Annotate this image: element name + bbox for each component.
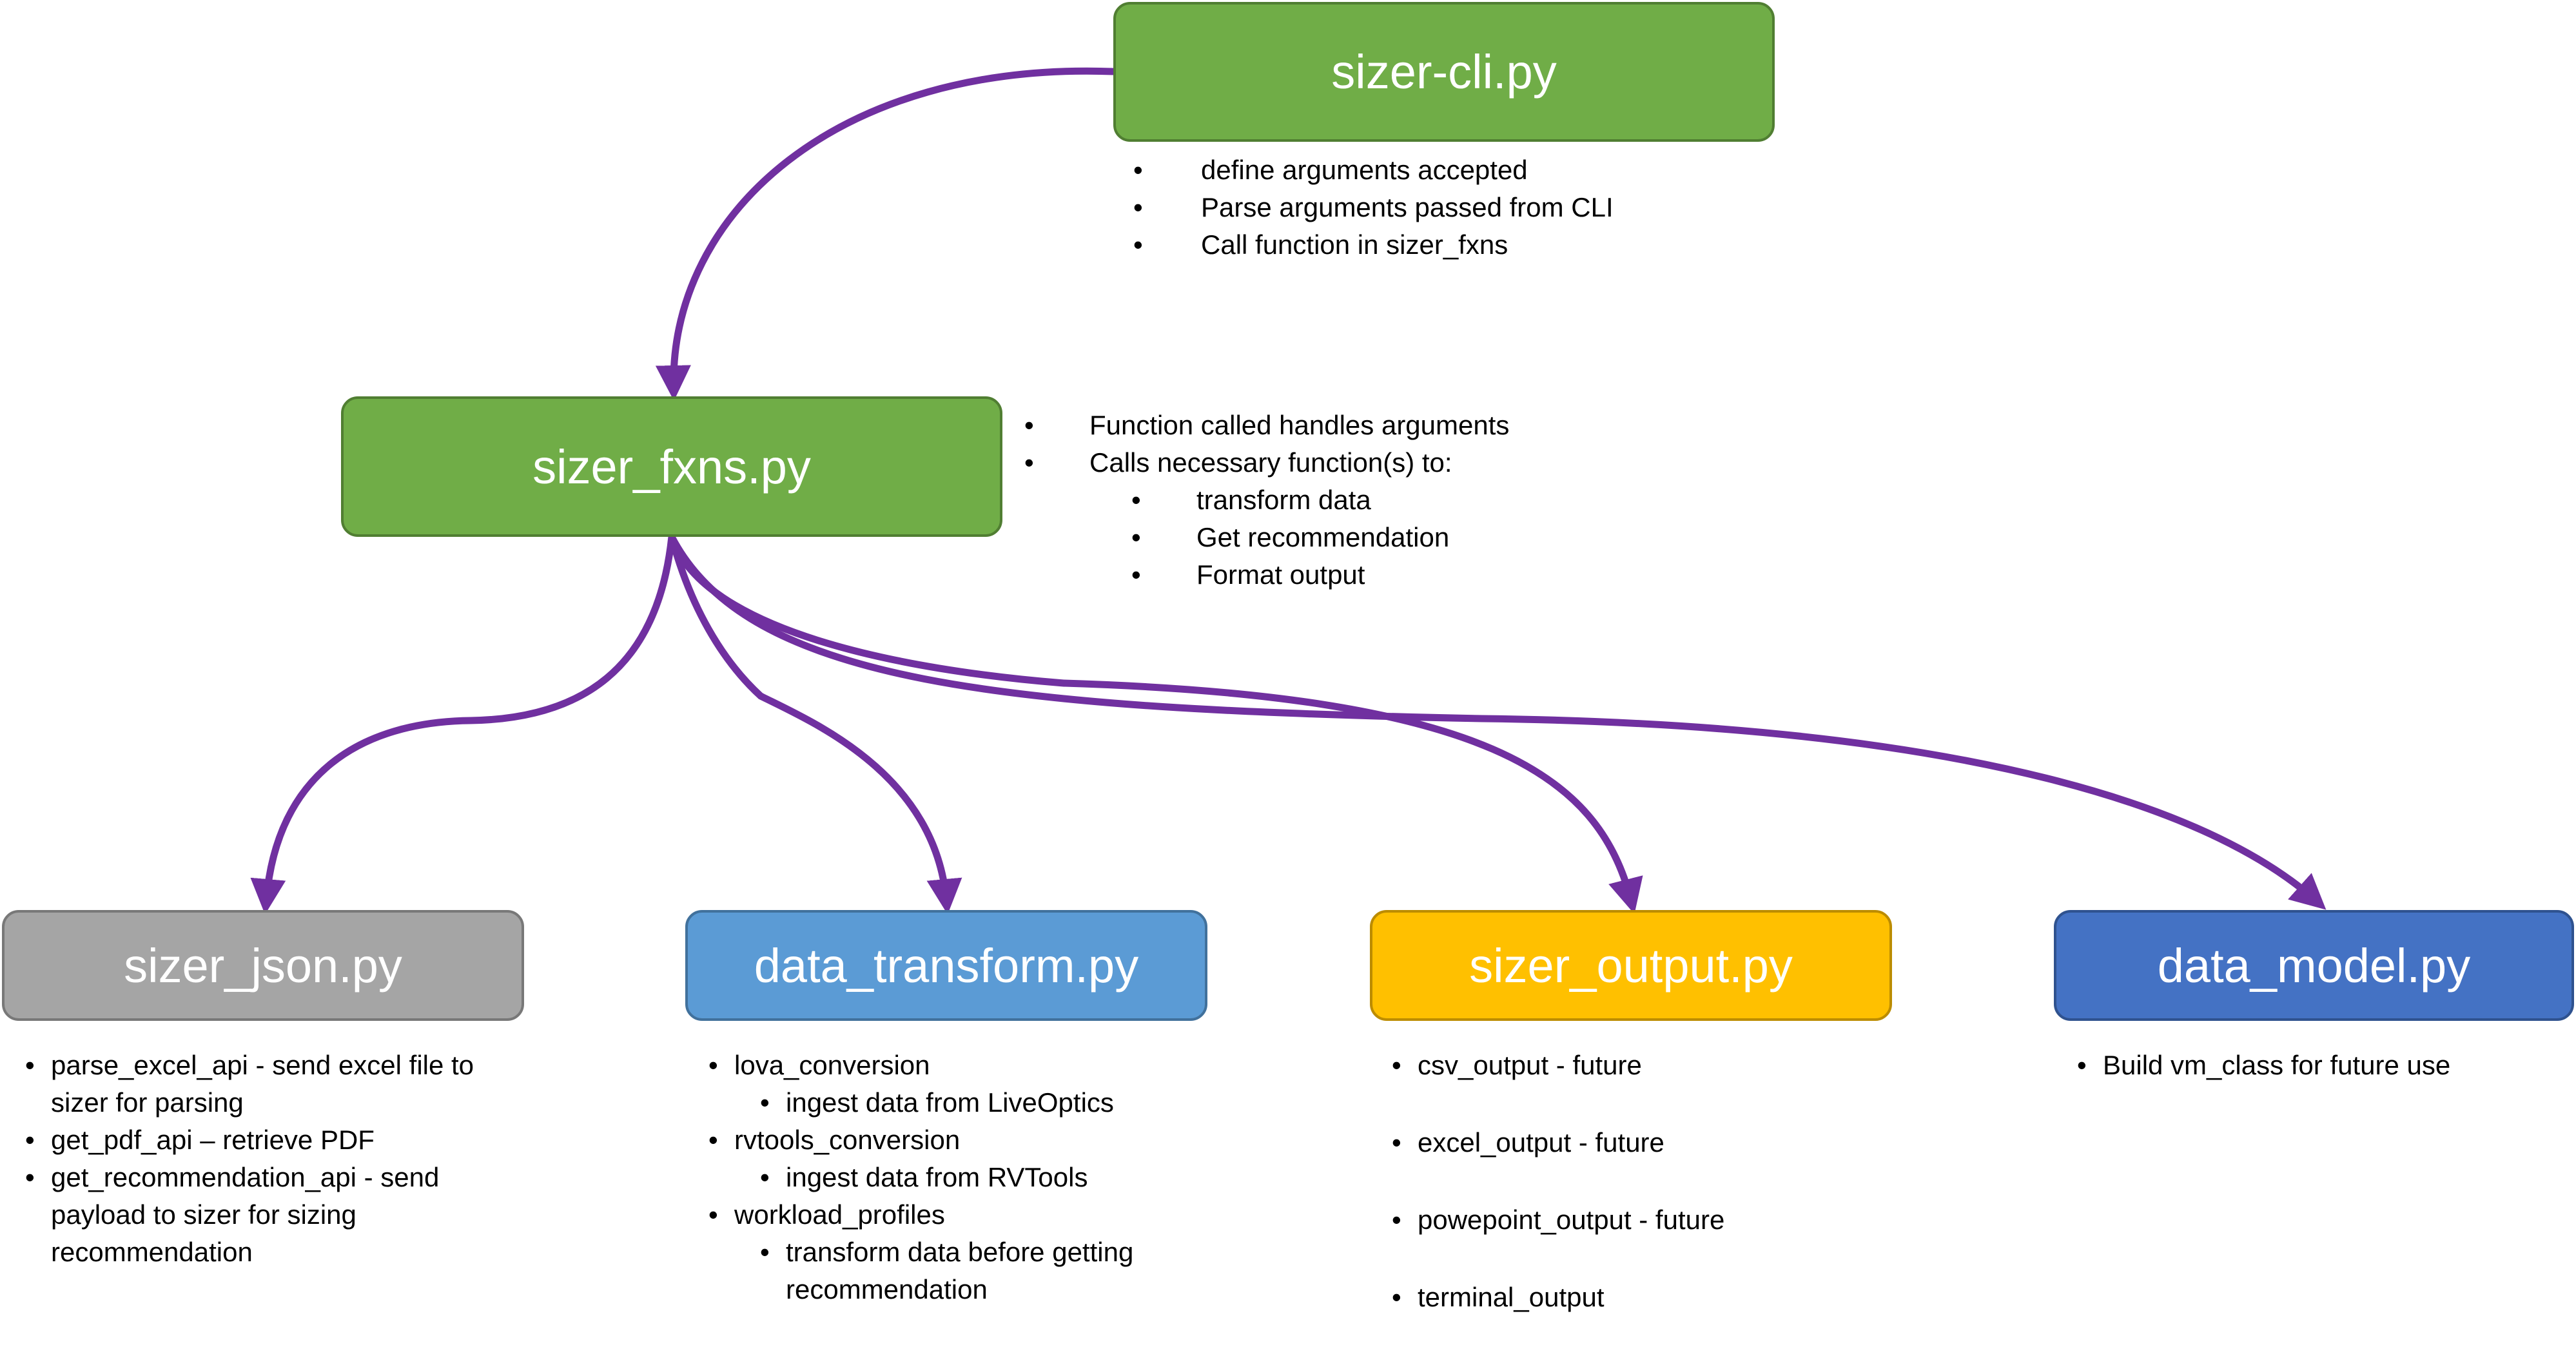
note-item: lova_conversion bbox=[708, 1047, 1198, 1084]
note-item: csv_output - future bbox=[1392, 1047, 1724, 1084]
sizer-fxns-label: sizer_fxns.py bbox=[532, 440, 811, 494]
note-item: define arguments accepted bbox=[1133, 151, 1614, 189]
note-item: get_pdf_api – retrieve PDF bbox=[25, 1121, 515, 1159]
data-transform-box: data_transform.py bbox=[685, 910, 1207, 1021]
sizer-output-label: sizer_output.py bbox=[1469, 938, 1793, 993]
note-item: Parse arguments passed from CLI bbox=[1133, 189, 1614, 226]
data-model-box: data_model.py bbox=[2054, 910, 2574, 1021]
note-subitem: ingest data from LiveOptics bbox=[708, 1084, 1198, 1121]
note-item: powepoint_output - future bbox=[1392, 1201, 1724, 1239]
arrow-fxns-to-model bbox=[668, 533, 2327, 910]
note-item: parse_excel_api - send excel file to siz… bbox=[25, 1047, 515, 1121]
data-model-label: data_model.py bbox=[2157, 938, 2471, 993]
note-subitem: transform data before getting recommenda… bbox=[708, 1234, 1198, 1308]
sizer-cli-label: sizer-cli.py bbox=[1331, 45, 1557, 99]
sizer-json-box: sizer_json.py bbox=[2, 910, 524, 1021]
note-item: excel_output - future bbox=[1392, 1124, 1724, 1161]
sizer-json-notes: parse_excel_api - send excel file to siz… bbox=[25, 1047, 515, 1271]
data-transform-notes: lova_conversion ingest data from LiveOpt… bbox=[708, 1047, 1198, 1308]
sizer-cli-box: sizer-cli.py bbox=[1113, 2, 1775, 142]
data-model-notes: Build vm_class for future use bbox=[2077, 1047, 2450, 1084]
note-item: Call function in sizer_fxns bbox=[1133, 226, 1614, 264]
note-subitem: Format output bbox=[1024, 556, 1509, 594]
note-item: Function called handles arguments bbox=[1024, 407, 1509, 444]
note-item: Build vm_class for future use bbox=[2077, 1047, 2450, 1084]
sizer-fxns-notes: Function called handles arguments Calls … bbox=[1024, 407, 1509, 594]
sizer-output-box: sizer_output.py bbox=[1370, 910, 1892, 1021]
sizer-json-label: sizer_json.py bbox=[124, 938, 402, 993]
arrow-fxns-to-output bbox=[668, 533, 1643, 915]
arrow-cli-to-fxns bbox=[655, 67, 1117, 401]
sizer-fxns-box: sizer_fxns.py bbox=[341, 396, 1002, 537]
note-item: terminal_output bbox=[1392, 1279, 1724, 1316]
note-item: workload_profiles bbox=[708, 1196, 1198, 1234]
sizer-cli-notes: define arguments accepted Parse argument… bbox=[1133, 151, 1614, 264]
note-subitem: ingest data from RVTools bbox=[708, 1159, 1198, 1196]
note-item: rvtools_conversion bbox=[708, 1121, 1198, 1159]
sizer-output-notes: csv_output - future excel_output - futur… bbox=[1392, 1047, 1724, 1356]
note-item: get_recommendation_api - send payload to… bbox=[25, 1159, 515, 1271]
note-item: Calls necessary function(s) to: bbox=[1024, 444, 1509, 481]
data-transform-label: data_transform.py bbox=[754, 938, 1139, 993]
arrow-fxns-to-json bbox=[250, 533, 676, 915]
arrow-fxns-to-transform bbox=[668, 533, 962, 915]
note-subitem: Get recommendation bbox=[1024, 519, 1509, 556]
note-subitem: transform data bbox=[1024, 481, 1509, 519]
